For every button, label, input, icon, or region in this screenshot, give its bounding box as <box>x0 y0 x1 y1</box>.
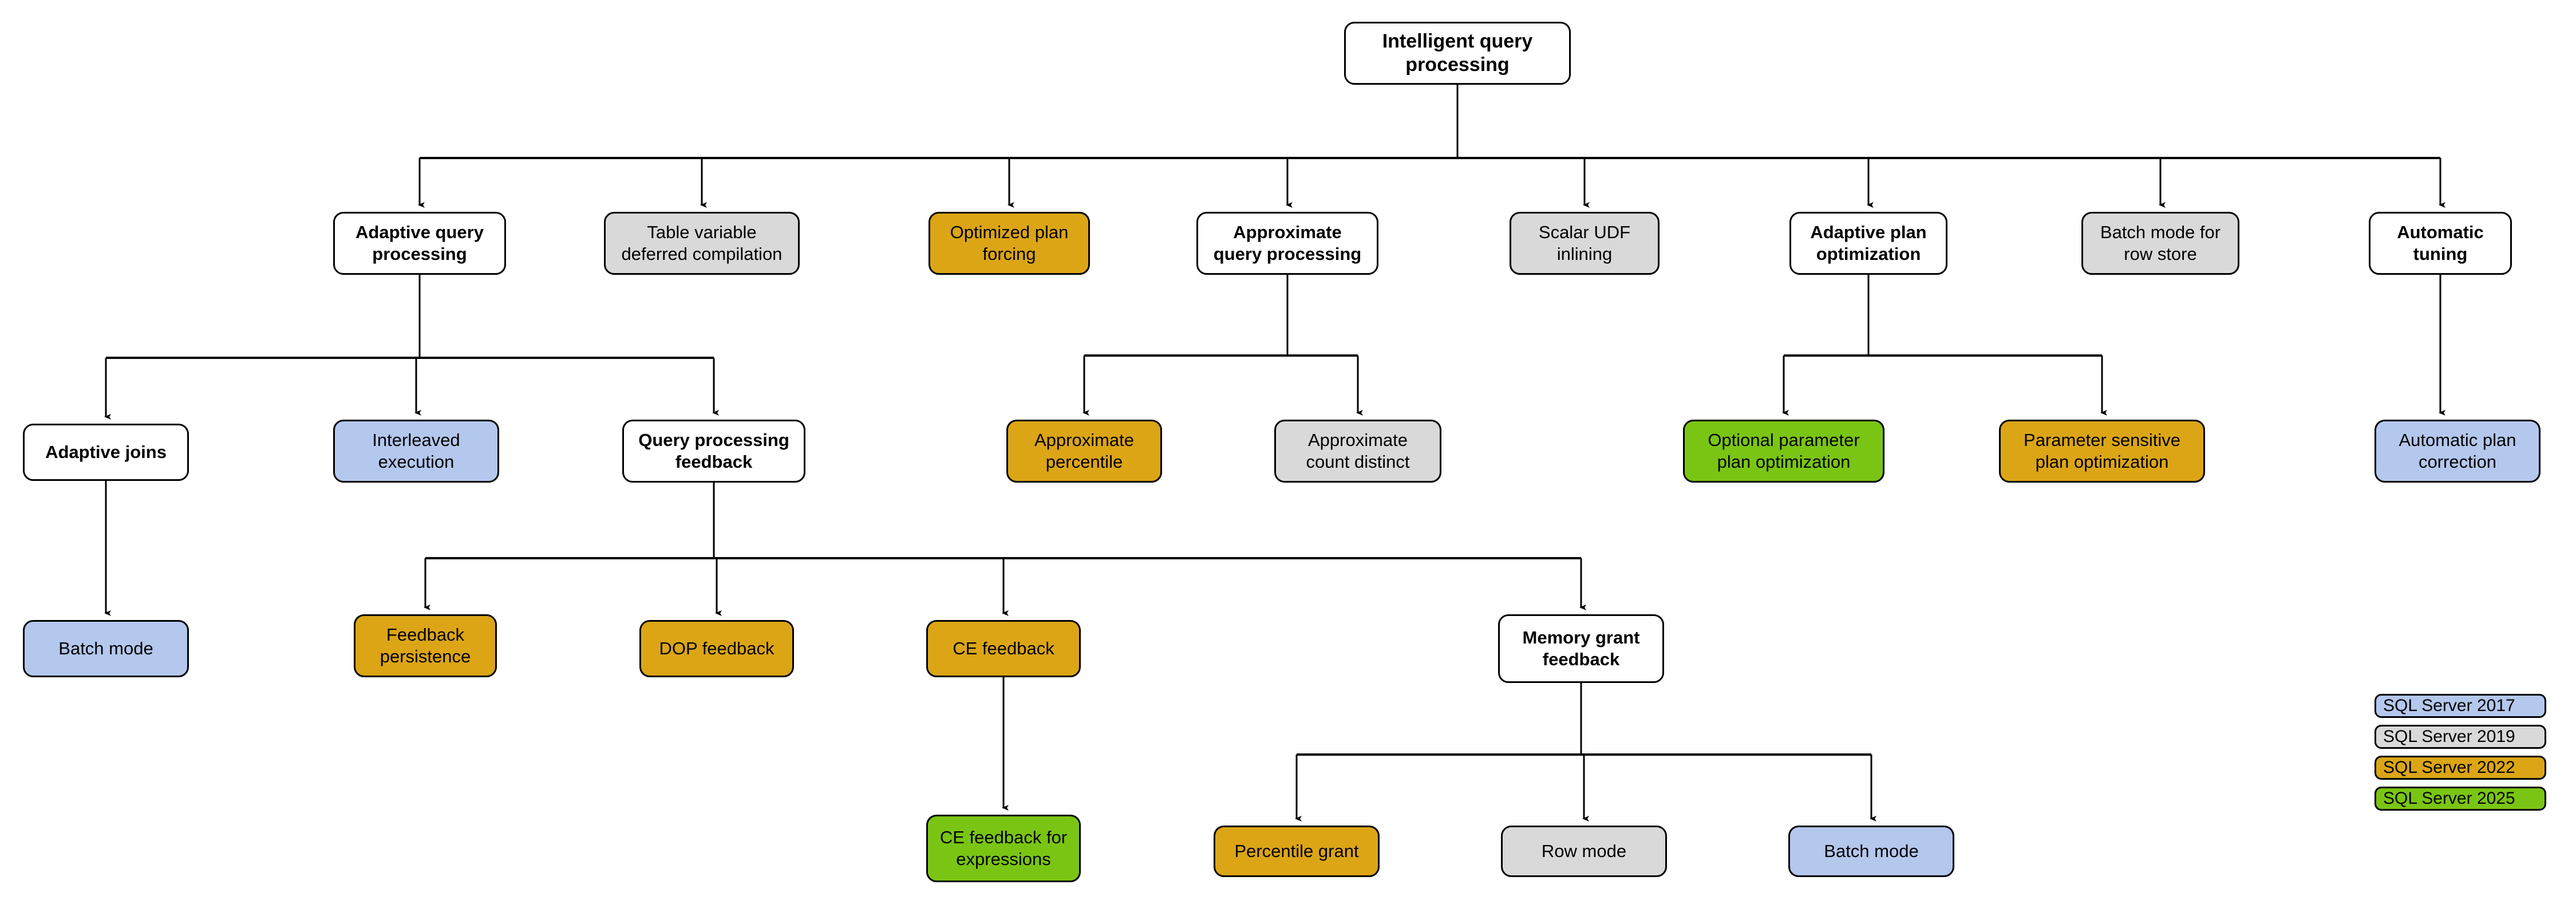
node-pctgrant[interactable]: Percentile grant <box>1214 826 1380 877</box>
node-apxcd[interactable]: Approximate count distinct <box>1274 420 1441 483</box>
legend-item-sql-server-2022: SQL Server 2022 <box>2374 756 2546 780</box>
node-adaptivejoins[interactable]: Adaptive joins <box>23 424 189 481</box>
node-fbpersist[interactable]: Feedback persistence <box>354 614 497 677</box>
legend-item-sql-server-2019: SQL Server 2019 <box>2374 725 2546 749</box>
node-pspo[interactable]: Parameter sensitive plan optimization <box>1999 420 2205 483</box>
node-batchmode2[interactable]: Batch mode <box>1788 826 1954 877</box>
node-cefb[interactable]: CE feedback <box>926 620 1081 677</box>
node-oppo[interactable]: Optional parameter plan optimization <box>1683 420 1884 483</box>
node-cefbexpr[interactable]: CE feedback for expressions <box>926 815 1081 882</box>
node-apc[interactable]: Automatic plan correction <box>2374 420 2541 483</box>
node-apxqp[interactable]: Approximate query processing <box>1196 212 1378 275</box>
node-sudf[interactable]: Scalar UDF inlining <box>1510 212 1660 275</box>
node-apxpct[interactable]: Approximate percentile <box>1006 420 1162 483</box>
legend-item-sql-server-2017: SQL Server 2017 <box>2374 694 2546 718</box>
node-opf[interactable]: Optimized plan forcing <box>929 212 1090 275</box>
node-tvdc[interactable]: Table variable deferred compilation <box>604 212 800 275</box>
node-interleaved[interactable]: Interleaved execution <box>333 420 499 483</box>
node-aqp[interactable]: Adaptive query processing <box>333 212 506 275</box>
node-dopfb[interactable]: DOP feedback <box>639 620 794 677</box>
node-rowmode[interactable]: Row mode <box>1501 826 1667 877</box>
node-autotune[interactable]: Automatic tuning <box>2369 212 2512 275</box>
node-root[interactable]: Intelligent query processing <box>1344 22 1571 85</box>
node-mgf[interactable]: Memory grant feedback <box>1498 614 1664 683</box>
legend-item-sql-server-2025: SQL Server 2025 <box>2374 787 2546 811</box>
node-batchmode1[interactable]: Batch mode <box>23 620 189 677</box>
node-bmrs[interactable]: Batch mode for row store <box>2081 212 2239 275</box>
node-qpf[interactable]: Query processing feedback <box>622 420 805 483</box>
node-apo[interactable]: Adaptive plan optimization <box>1789 212 1947 275</box>
